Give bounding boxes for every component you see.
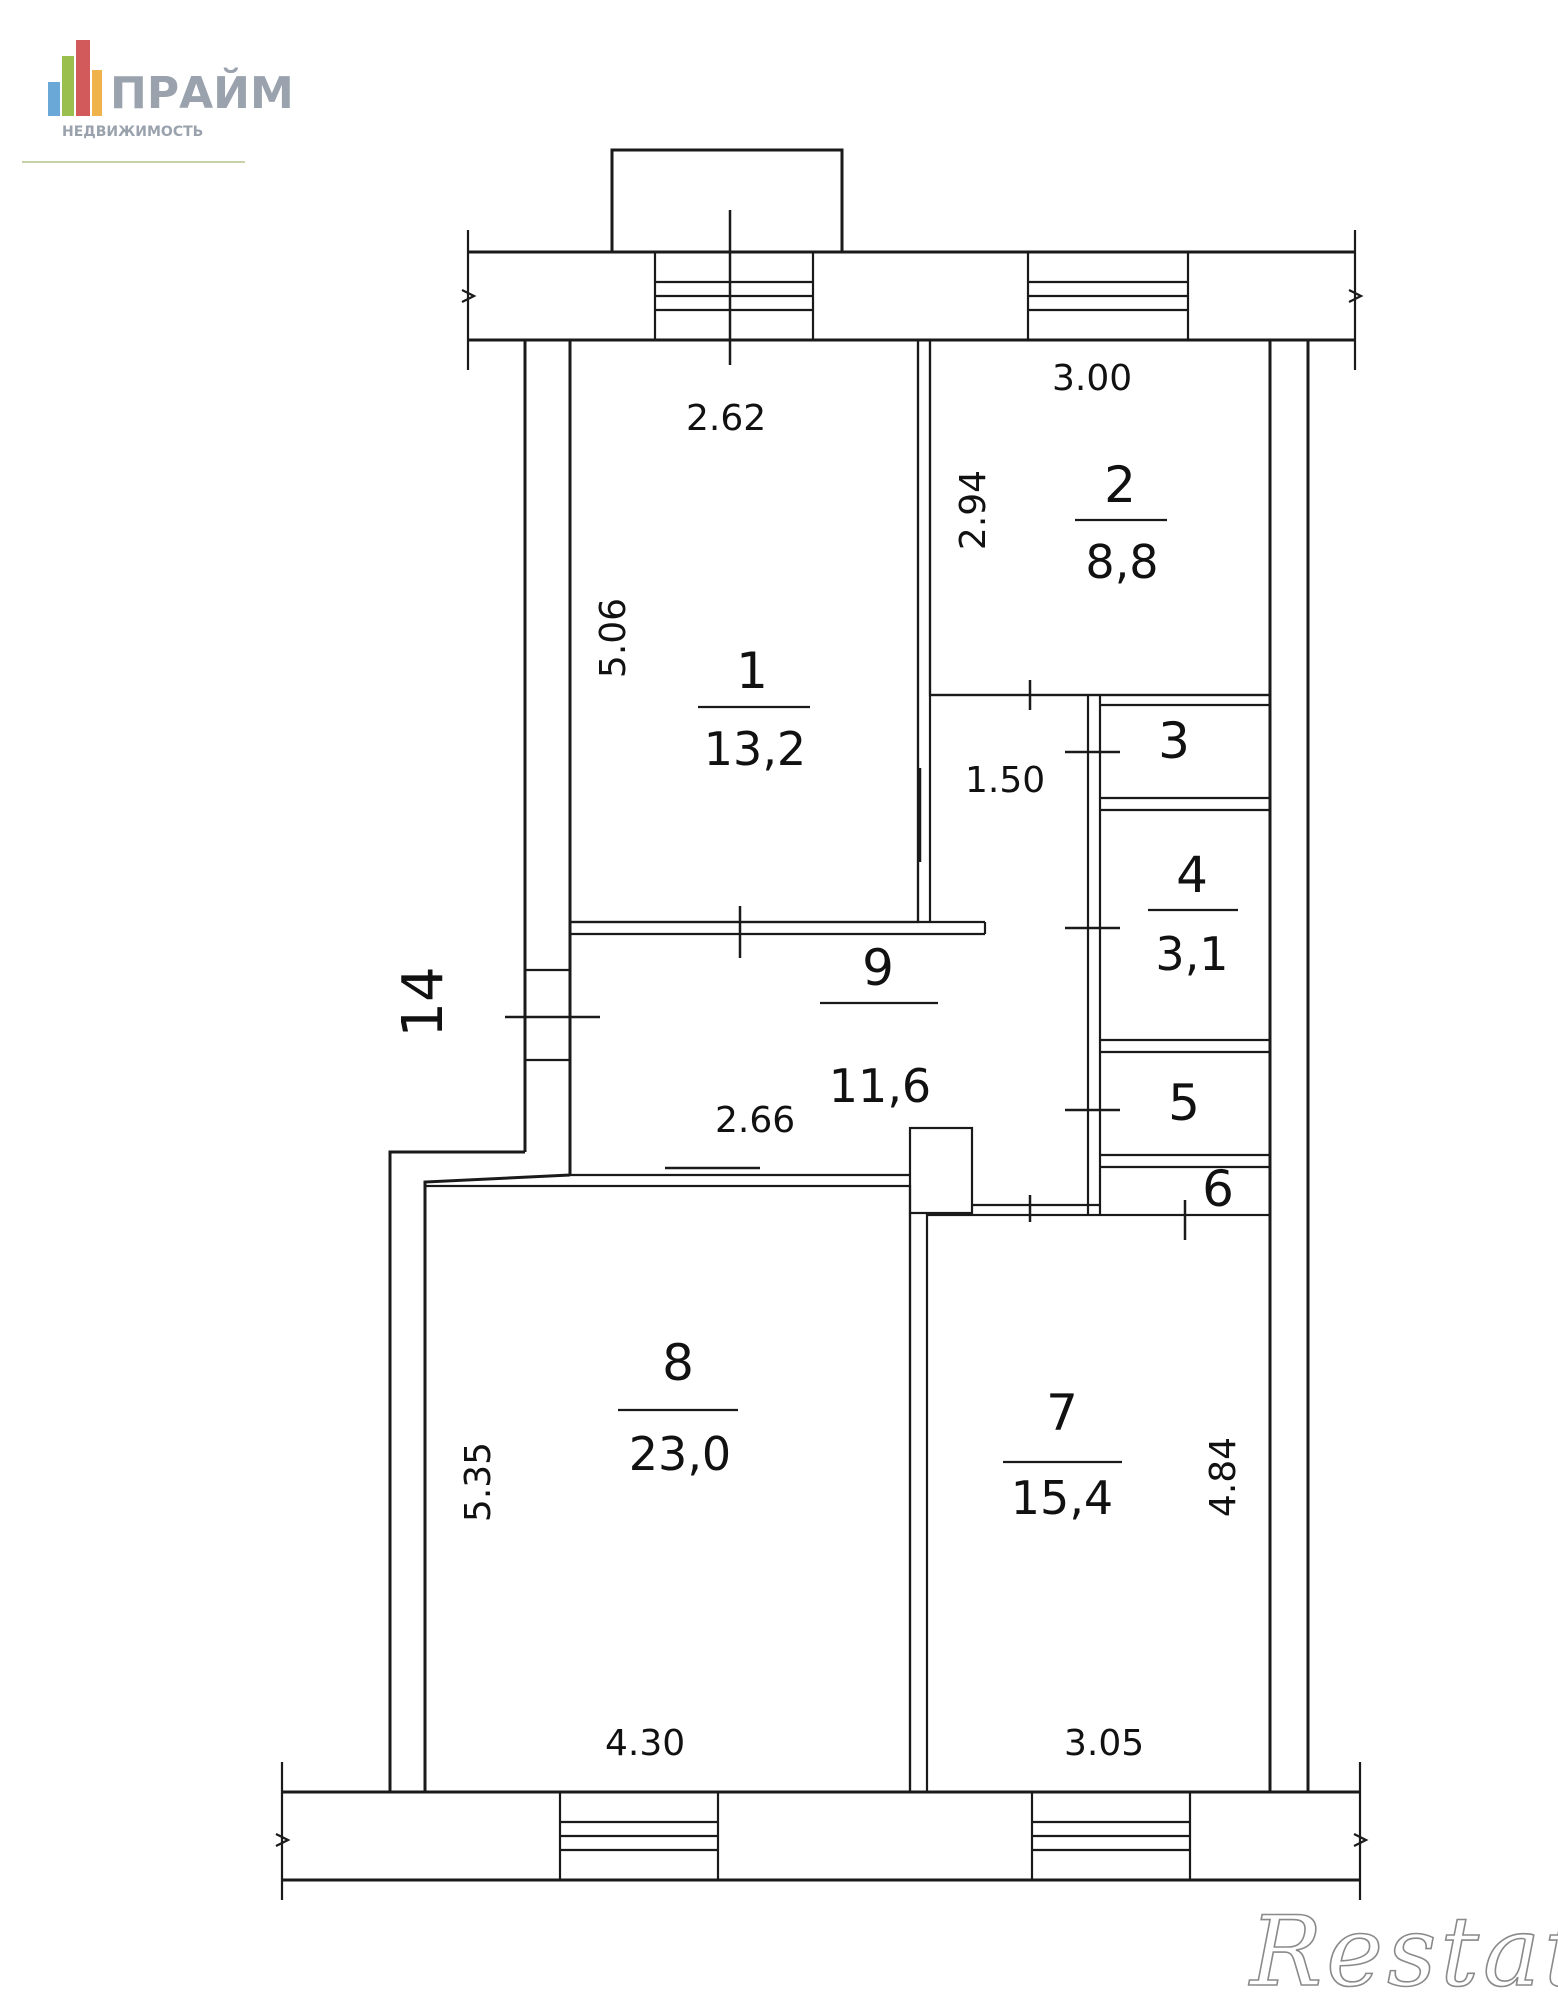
column xyxy=(908,1126,974,1215)
room-7-number: 7 xyxy=(1046,1384,1078,1442)
window-top-left xyxy=(653,250,815,342)
room-9-number: 9 xyxy=(862,939,894,997)
window-bottom-right xyxy=(1030,1790,1192,1882)
left-wall-upper xyxy=(523,340,572,1175)
logo-subtitle: НЕДВИЖИМОСТЬ xyxy=(62,124,203,140)
room-14-label: 14 xyxy=(391,966,456,1037)
room-5-number: 5 xyxy=(1168,1074,1200,1132)
room-7-outline xyxy=(925,1213,1272,1794)
right-wall xyxy=(1268,340,1310,1792)
room-3-number: 3 xyxy=(1158,712,1190,770)
room-8-number: 8 xyxy=(662,1334,694,1392)
dim-room8-width: 4.30 xyxy=(605,1723,685,1764)
dim-room8-length: 5.35 xyxy=(458,1442,499,1522)
room-6-number: 6 xyxy=(1202,1160,1234,1218)
room-2-number: 2 xyxy=(1104,456,1136,514)
logo-name: ПРАЙМ xyxy=(110,66,294,119)
room-1-label: 1 13,2 xyxy=(698,642,810,776)
window-bottom-left xyxy=(558,1790,720,1882)
room-8-area: 23,0 xyxy=(629,1427,731,1481)
room-7-area: 15,4 xyxy=(1011,1471,1113,1525)
room-9-label: 9 11,6 xyxy=(820,939,938,1113)
dim-room2-length: 2.94 xyxy=(953,470,994,550)
closets xyxy=(930,693,1270,1215)
dim-hall-width: 1.50 xyxy=(965,760,1045,801)
dim-room7-length: 4.84 xyxy=(1203,1437,1244,1517)
logo-mark xyxy=(48,40,102,116)
balcony xyxy=(610,148,844,254)
room-1-area: 13,2 xyxy=(704,722,806,776)
dim-room2-width: 3.00 xyxy=(1052,358,1132,399)
window-top-right xyxy=(1026,250,1190,342)
room-4-label: 4 3,1 xyxy=(1148,846,1238,981)
room-4-number: 4 xyxy=(1176,846,1208,904)
top-wall xyxy=(461,230,1364,370)
logo: ПРАЙМ НЕДВИЖИМОСТЬ xyxy=(22,40,294,163)
dim-room9-width: 2.66 xyxy=(715,1100,795,1141)
dim-room1-width: 2.62 xyxy=(686,398,766,439)
room-2-label: 2 8,8 xyxy=(1075,456,1167,589)
dim-room7-width: 3.05 xyxy=(1064,1723,1144,1764)
room-1-number: 1 xyxy=(736,642,768,700)
room-9-area: 11,6 xyxy=(829,1059,931,1113)
bottom-wall xyxy=(275,1762,1369,1900)
watermark: Restate xyxy=(1248,1896,1558,2000)
room-4-area: 3,1 xyxy=(1155,927,1228,981)
room-2-area: 8,8 xyxy=(1085,535,1158,589)
dim-room1-length: 5.06 xyxy=(593,598,634,678)
door-ticks xyxy=(505,210,1187,1240)
room-7-label: 7 15,4 xyxy=(1003,1384,1122,1525)
room-8-label: 8 23,0 xyxy=(618,1334,738,1481)
